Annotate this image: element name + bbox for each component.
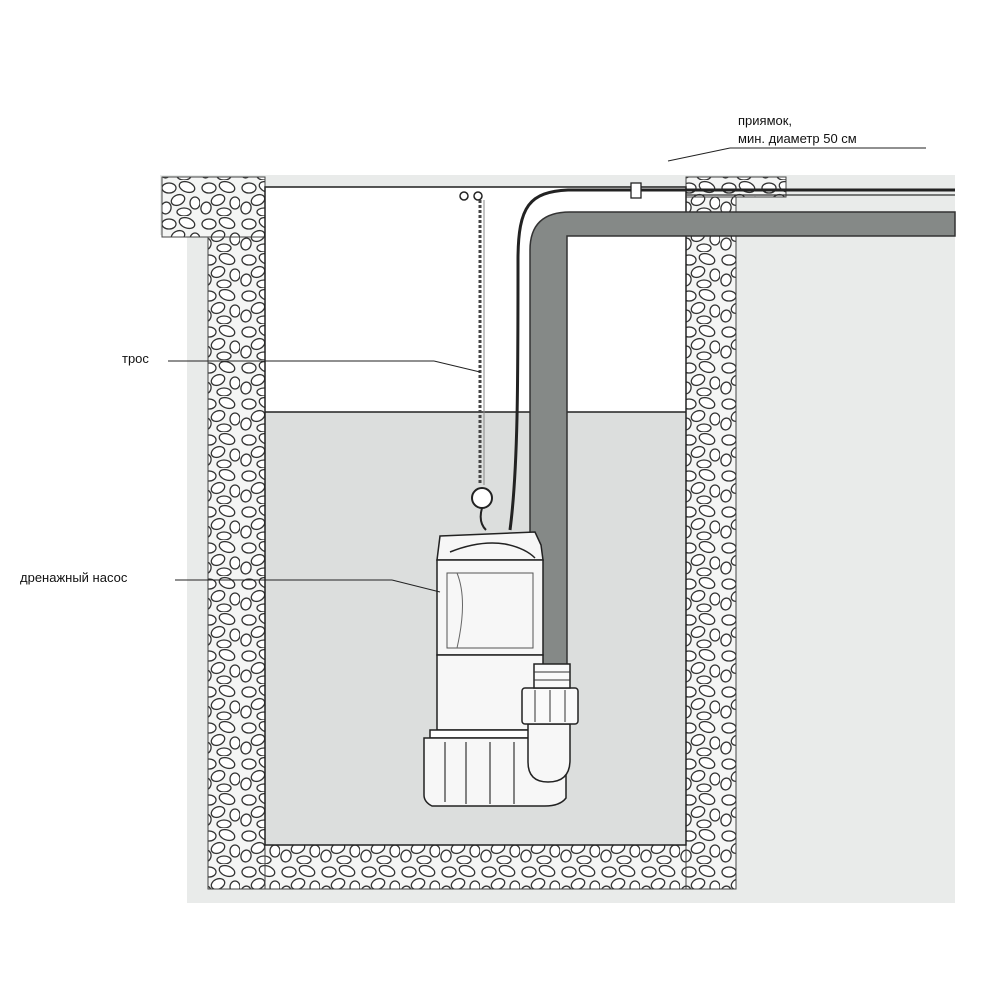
gravel-lining: [161, 176, 787, 890]
cable-clip: [630, 182, 642, 199]
pump-label: дренажный насос: [20, 570, 128, 585]
rope-label: трос: [122, 351, 149, 366]
pit-label-line-2: мин. диаметр 50 см: [738, 131, 857, 146]
power-cable: [508, 188, 955, 531]
pit-label-line-1: приямок,: [738, 113, 793, 128]
pit-label: приямок, мин. диаметр 50 см: [738, 112, 857, 148]
discharge-hose: [529, 211, 956, 669]
outlet-fitting: [521, 663, 579, 783]
leader-lines: [168, 147, 926, 593]
rope: [459, 191, 493, 531]
